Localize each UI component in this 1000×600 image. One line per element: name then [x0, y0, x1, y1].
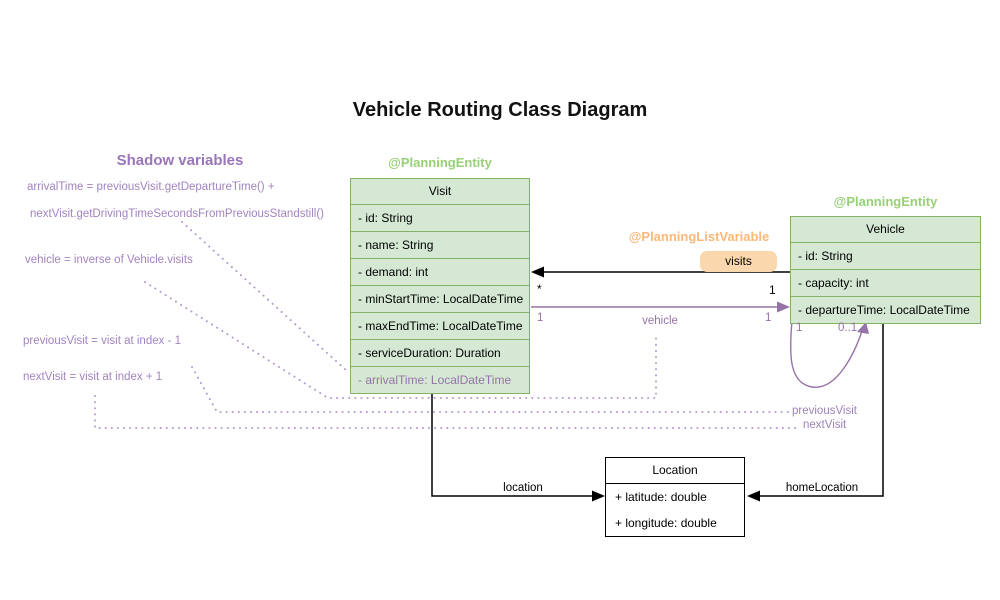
visit-attribute-row: - name: String	[351, 231, 529, 258]
chain-arrowhead-icon	[857, 322, 869, 334]
visit-attribute-row: - minStartTime: LocalDateTime	[351, 285, 529, 312]
shadow-note-nextvisit: nextVisit = visit at index + 1	[23, 371, 163, 383]
vehicle-class-name: Vehicle	[866, 222, 905, 236]
vehicle-attribute-row: - id: String	[791, 242, 980, 269]
visits-multiplicity-vehicle: 1	[769, 283, 776, 297]
location-attribute-row: + latitude: double	[615, 490, 707, 504]
location-class: Location + latitude: double + longitude:…	[605, 457, 745, 537]
vehicle-arrowhead-icon	[777, 301, 790, 313]
vehicle-association-label: vehicle	[642, 315, 678, 327]
location-arrowhead-icon	[592, 490, 605, 502]
shadow-note-vehicle: vehicle = inverse of Vehicle.visits	[25, 254, 193, 266]
visit-attribute-row: - maxEndTime: LocalDateTime	[351, 312, 529, 339]
previous-visit-label: previousVisit	[792, 405, 857, 417]
vehicle-attribute-row: - departureTime: LocalDateTime	[791, 296, 980, 323]
shadow-link-arrivaltime-dotted-line	[181, 221, 348, 372]
location-association-line	[431, 386, 595, 497]
home-location-association-line	[757, 321, 884, 497]
planning-entity-annotation-visit: @PlanningEntity	[388, 155, 492, 170]
visit-attribute-row: - demand: int	[351, 258, 529, 285]
home-location-association-label: homeLocation	[785, 482, 859, 494]
next-visit-label: nextVisit	[803, 419, 847, 431]
location-attribute-row: + longitude: double	[615, 516, 717, 530]
vehicle-multiplicity-visit: 1	[537, 312, 544, 324]
visit-attribute-row: - id: String	[351, 204, 529, 231]
vehicle-attribute-row: - capacity: int	[791, 269, 980, 296]
chain-multiplicity-left: 1	[796, 322, 803, 334]
shadow-link-previousvisit-dotted-line	[191, 366, 790, 413]
visit-class-name: Visit	[428, 184, 452, 198]
visit-shadow-attribute-row: - arrivalTime: LocalDateTime	[351, 366, 529, 393]
visits-arrowhead-icon	[531, 266, 544, 278]
vehicle-multiplicity-vehicle: 1	[765, 312, 772, 324]
location-association-label: location	[503, 482, 543, 494]
shadow-note-arrivaltime: arrivalTime = previousVisit.getDeparture…	[27, 181, 275, 193]
visits-badge: visits	[700, 251, 777, 272]
shadow-note-arrivaltime-2: nextVisit.getDrivingTimeSecondsFromPrevi…	[30, 208, 324, 220]
chain-multiplicity-right: 0..1	[838, 322, 858, 334]
chain-self-loop-line	[789, 320, 863, 388]
shadow-note-previousvisit: previousVisit = visit at index - 1	[23, 335, 181, 347]
home-location-arrowhead-icon	[747, 490, 760, 502]
location-class-name: Location	[606, 458, 744, 484]
planning-entity-annotation-vehicle: @PlanningEntity	[833, 194, 938, 209]
visit-attribute-row: - serviceDuration: Duration	[351, 339, 529, 366]
visits-multiplicity-visit: *	[537, 282, 542, 296]
planning-list-variable-annotation: @PlanningListVariable	[628, 229, 770, 244]
vehicle-class: Vehicle - id: String - capacity: int - d…	[790, 216, 981, 324]
shadow-variables-heading: Shadow variables	[116, 152, 244, 169]
page-title: Vehicle Routing Class Diagram	[352, 99, 648, 121]
visit-class: Visit - id: String - name: String - dema…	[350, 178, 530, 394]
